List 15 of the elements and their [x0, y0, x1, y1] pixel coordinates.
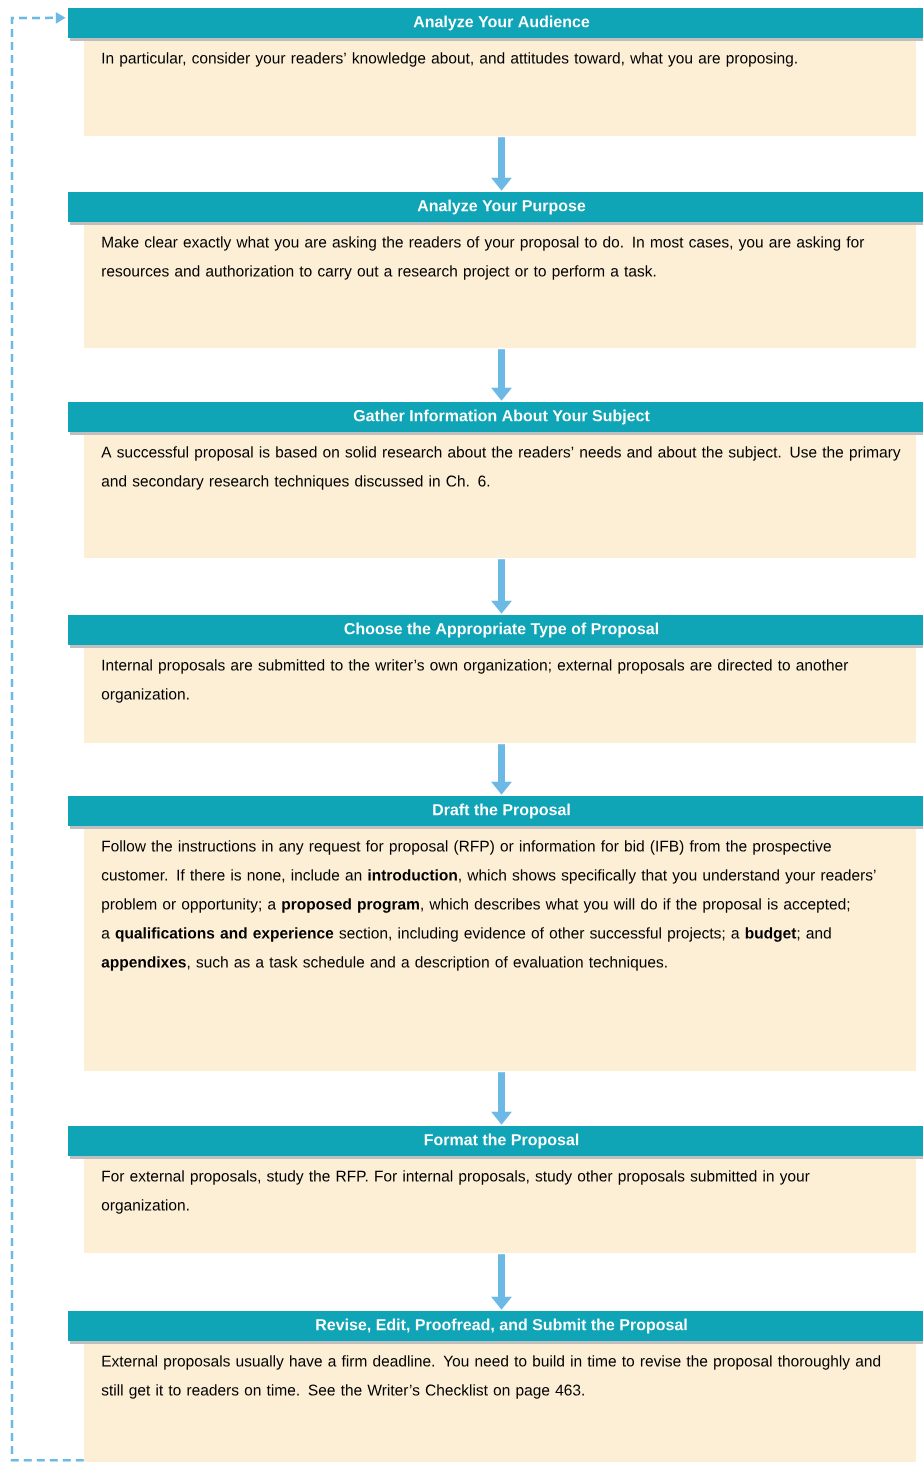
node-label: Draft the Proposal [433, 803, 570, 819]
step-box: Analyze Your Purpose Make clear exactly what you are asking the readers of your proposal to do. In most cases, you are asking for resources and authorization to carry out a research project or to perform a task. [68, 192, 923, 348]
step-box: Format the Proposal For external proposals, study the RFP. For internal proposals, study other proposals submitted in your organization. [68, 1126, 923, 1253]
step-box: Revise, Edit, Proofread, and Submit the Proposal External proposals usually have a firm deadline. You need to build in time to revise the proposal thoroughly and still get it to readers on time. See the Writer’s Checklist on page 463. [68, 1311, 923, 1462]
node-label: Analyze Your Purpose [417, 199, 586, 215]
step-box: Choose the Appropriate Type of Proposal Internal proposals are submitted to the writer’s own organization; external proposals are directed to another organization. [68, 615, 923, 743]
arrow [10, 11, 84, 1462]
node-label: Gather Information About Your Subject [353, 409, 650, 425]
step-box: Draft the Proposal Follow the instructions in any request for proposal (RFP) or information for bid (IFB) from the prospective customer. If there is none, include an introduction, which shows specifically that you understand your readers’ problem or opportunity; a proposed program, which describes what you will do if the proposal is accepted; a qualifications and experience section, including evidence of other successful projects; a budget; and appendixes, such as a task schedule and a description of evaluation techniques. [68, 796, 923, 1071]
step-box: Gather Information About Your Subject A successful proposal is based on solid research about the readers’ needs and about the subject. Use the primary and secondary research techniques discussed in Ch. 6. [68, 402, 923, 558]
node-label: Format the Proposal [424, 1133, 579, 1149]
node-label: Choose the Appropriate Type of Proposal [344, 622, 658, 638]
node-label: Analyze Your Audience [413, 15, 590, 31]
step-box: Analyze Your Audience In particular, consider your readers’ knowledge about, and attitudes toward, what you are proposing. [68, 8, 923, 136]
node-label: Revise, Edit, Proofread, and Submit the Proposal [316, 1318, 687, 1334]
